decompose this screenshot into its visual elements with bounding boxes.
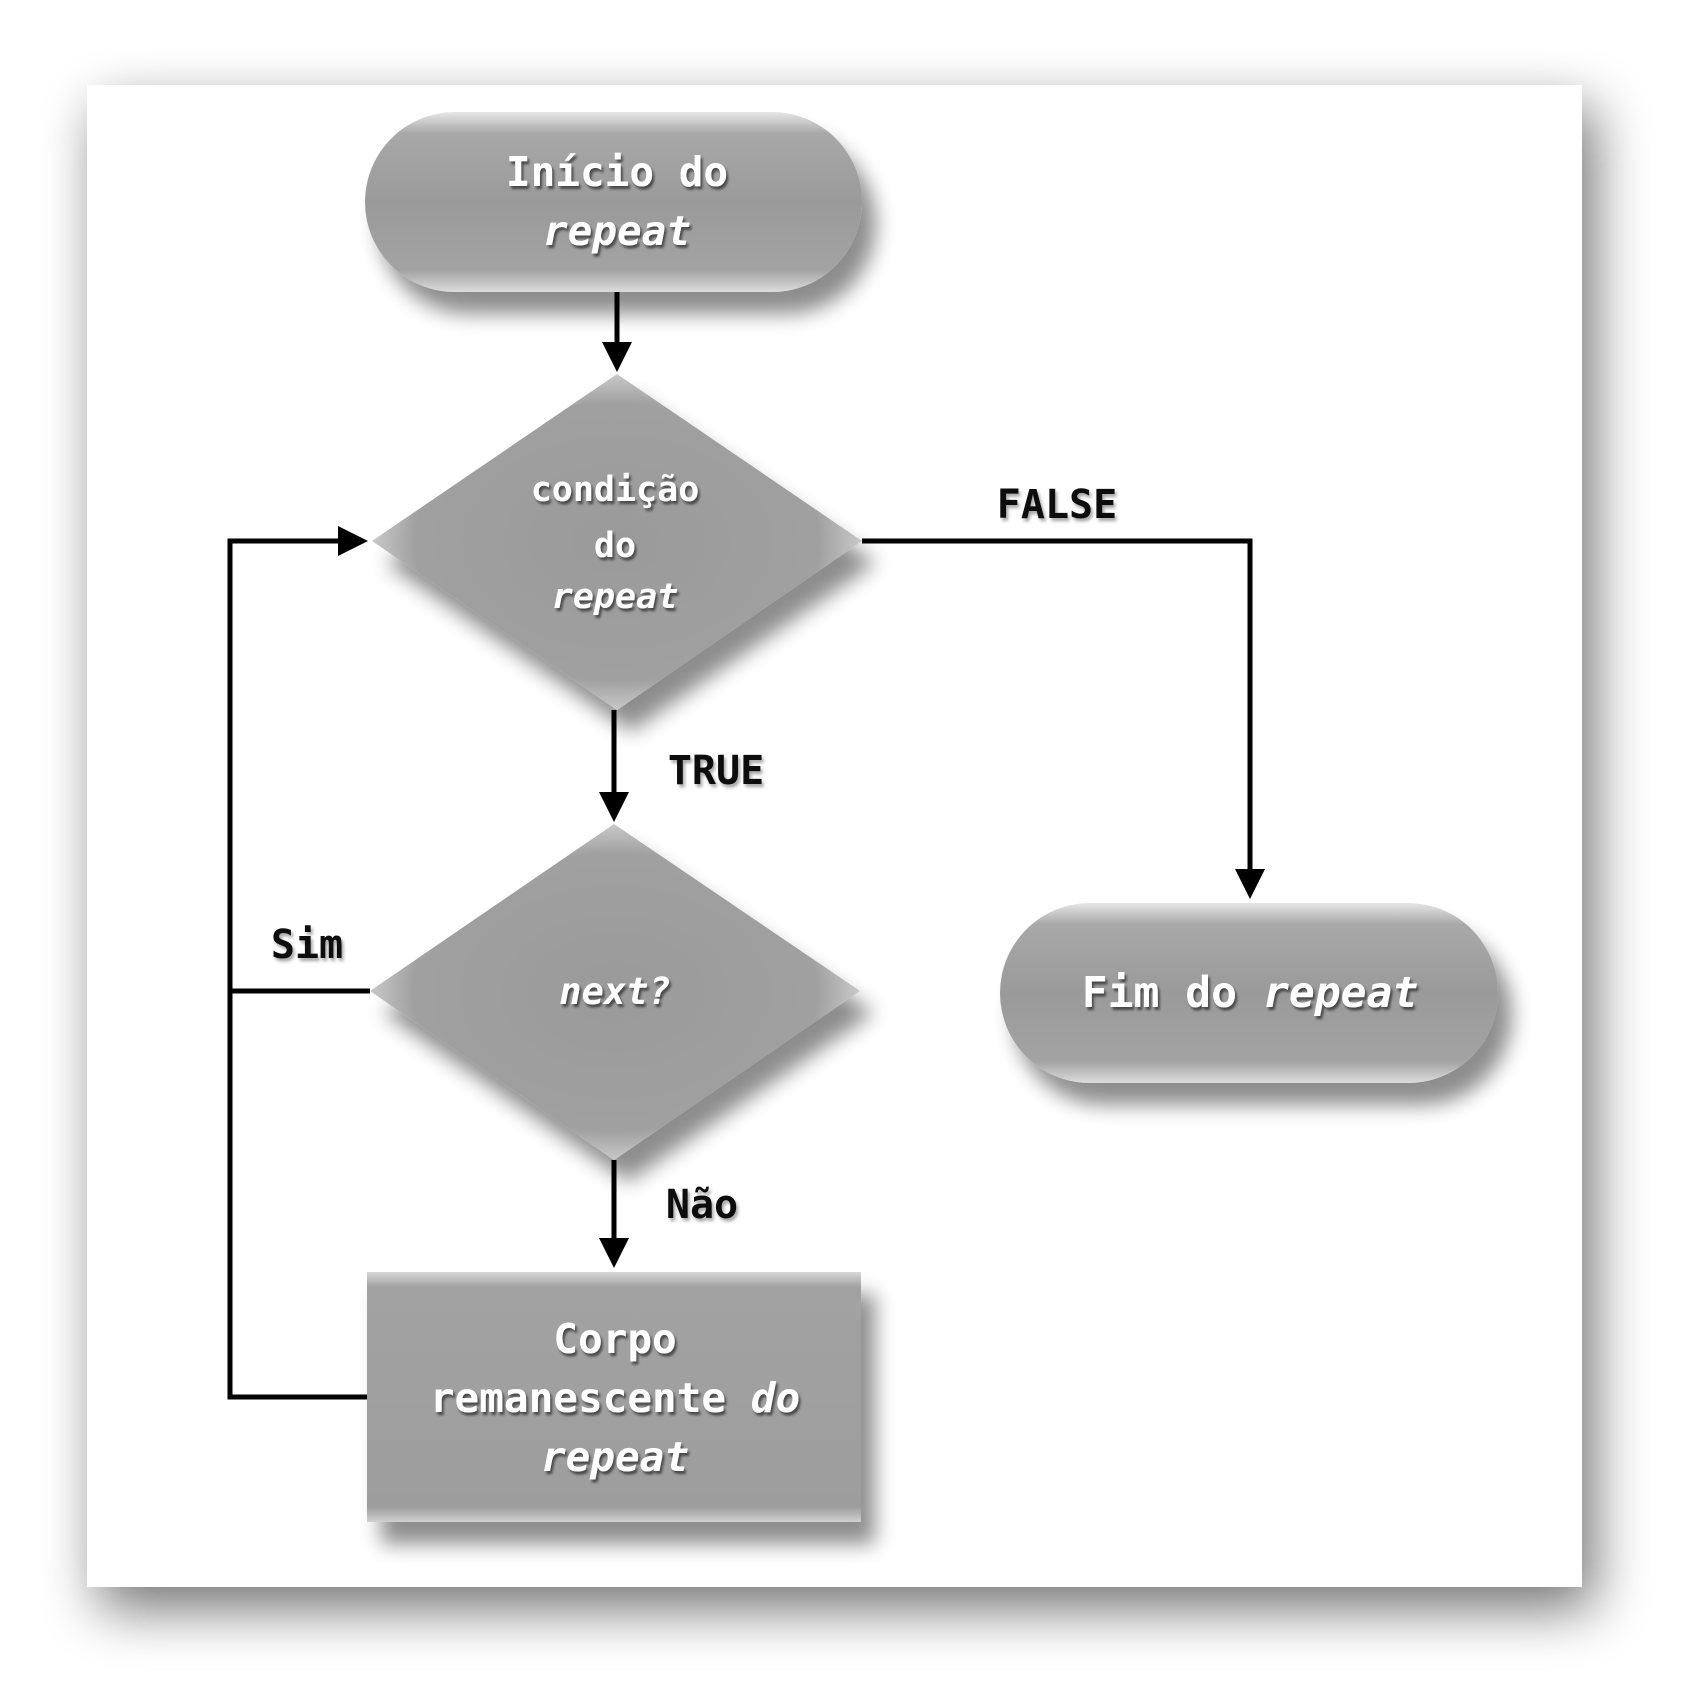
end-label-regular: Fim do bbox=[1082, 968, 1263, 1018]
node-next bbox=[370, 824, 860, 1160]
edge-label-nao: Não bbox=[666, 1182, 738, 1228]
arrow-condition-to-end bbox=[862, 538, 1265, 899]
next-diamond-shape bbox=[370, 824, 860, 1160]
end-terminator-shape bbox=[1000, 903, 1498, 1083]
body-process-shape bbox=[367, 1272, 861, 1522]
start-label-line2: repeat bbox=[543, 207, 691, 255]
node-end bbox=[1000, 903, 1498, 1083]
edge-label-sim: Sim bbox=[271, 922, 343, 968]
condition-label-line2: do bbox=[594, 526, 636, 566]
connectors bbox=[227, 292, 1265, 1400]
condition-label-line3: repeat bbox=[552, 577, 678, 617]
start-terminator-shape bbox=[365, 112, 862, 292]
body-label-line2-regular: remanescente bbox=[430, 1374, 751, 1422]
condition-diamond-shape bbox=[372, 374, 862, 710]
body-label-line2-italic: do bbox=[751, 1374, 800, 1422]
next-label: next? bbox=[559, 970, 670, 1013]
arrow-body-loop-to-condition bbox=[227, 526, 370, 1400]
node-body bbox=[367, 1272, 861, 1522]
edge-label-false: FALSE bbox=[997, 482, 1117, 528]
node-start bbox=[365, 112, 862, 292]
end-label: Fim do repeat bbox=[1082, 968, 1419, 1018]
end-label-italic: repeat bbox=[1263, 968, 1418, 1018]
condition-label-line1: condição bbox=[531, 470, 700, 510]
body-label-line1: Corpo bbox=[553, 1315, 676, 1363]
edge-label-true: TRUE bbox=[668, 748, 764, 794]
body-label-line3: repeat bbox=[541, 1433, 689, 1481]
node-condition bbox=[372, 374, 862, 710]
body-label-line2: remanescente do bbox=[430, 1374, 800, 1422]
start-label-line1: Início do bbox=[506, 148, 728, 196]
